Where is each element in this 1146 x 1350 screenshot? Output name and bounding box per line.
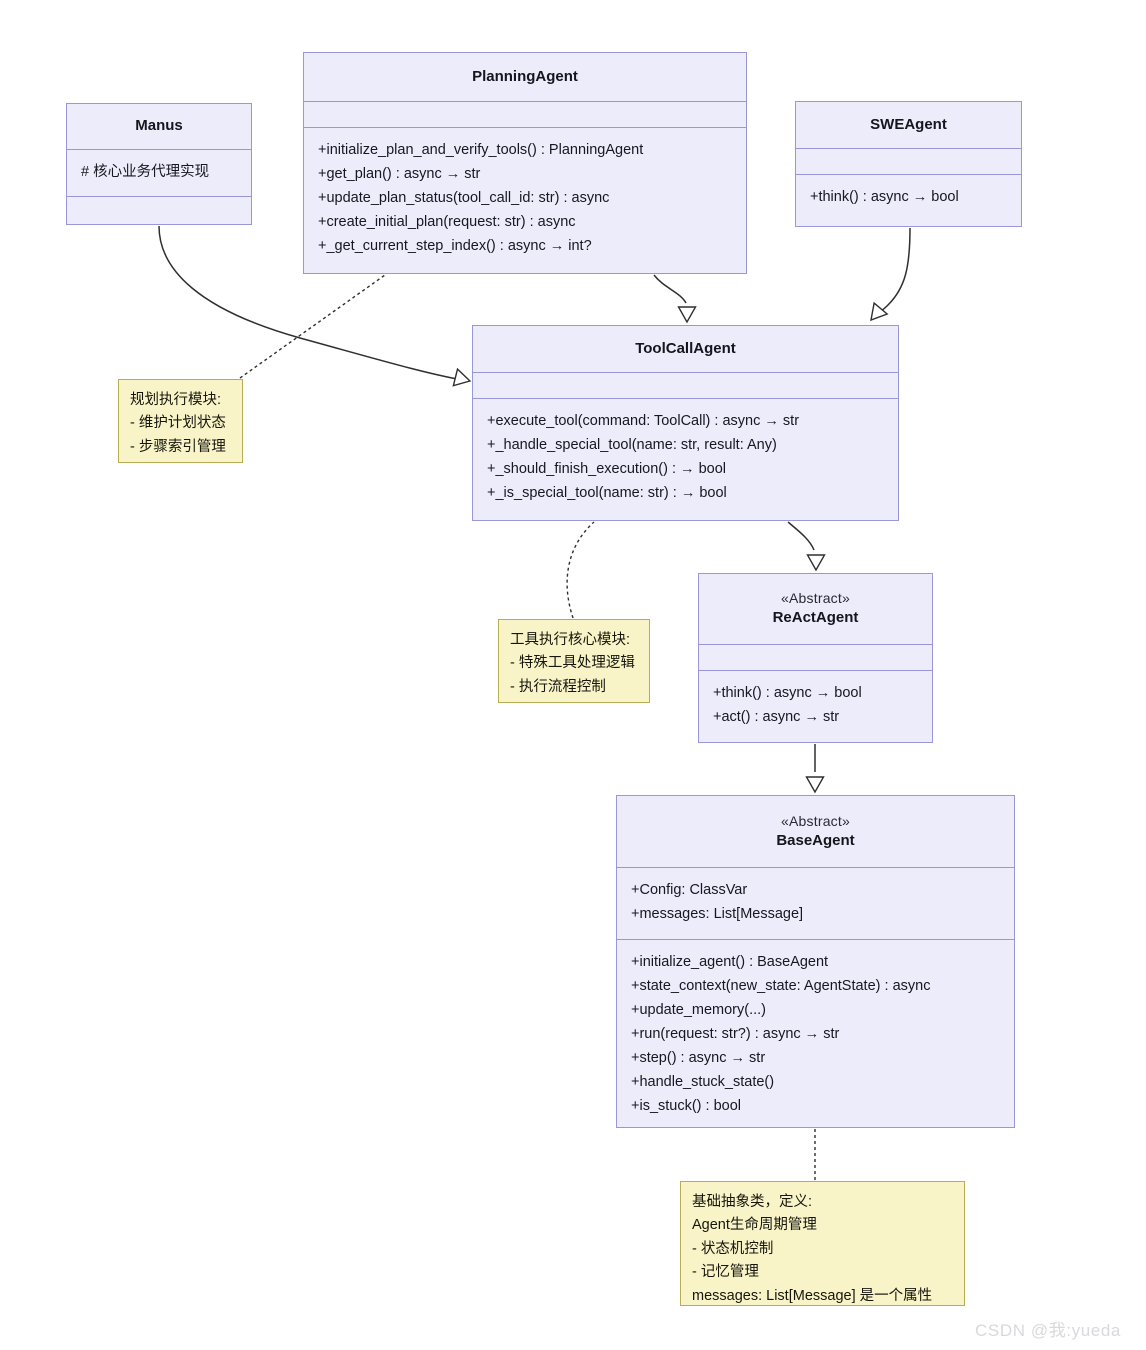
uml-class-swe-agent[interactable]: SWEAgent +think() : async → bool: [795, 101, 1022, 227]
class-stereotype-base-agent: «Abstract»: [781, 812, 850, 829]
csdn-watermark: CSDN @我:yueda: [975, 1321, 1121, 1340]
class-method-row: +think() : async → bool: [713, 685, 862, 701]
edge-planningagent-to-toolcallagent: [653, 274, 697, 324]
class-methods-base-agent: +initialize_agent() : BaseAgent +state_co…: [617, 940, 1014, 1129]
note-line: messages: List[Message] 是一个属性: [692, 1287, 933, 1304]
class-name-swe-agent: SWEAgent: [870, 115, 947, 133]
class-attribute-row: # 核心业务代理实现: [81, 164, 210, 180]
class-method-row: +initialize_agent() : BaseAgent: [631, 954, 829, 970]
note-line: Agent生命周期管理: [692, 1217, 817, 1234]
class-method-row: +state_context(new_state: AgentState) : …: [631, 977, 931, 994]
edge-line: [877, 227, 911, 315]
class-method-row: +update_memory(...): [631, 1001, 766, 1018]
uml-note-note-base[interactable]: 基础抽象类，定义: Agent生命周期管理 - 状态机控制 - 记忆管理 message…: [680, 1181, 965, 1306]
note-line: - 特殊工具处理逻辑: [510, 655, 635, 672]
uml-class-planning-agent[interactable]: PlanningAgent +initialize_plan_and_verify…: [303, 52, 747, 274]
generalization-arrowhead: [805, 776, 825, 794]
class-title-base-agent: «Abstract» BaseAgent: [617, 796, 1014, 868]
generalization-arrowhead: [870, 301, 889, 322]
class-attributes-base-agent: +Config: ClassVar +messages: List[Message…: [617, 868, 1014, 940]
generalization-arrowhead: [677, 306, 697, 324]
class-method-row: +_should_finish_execution() : → bool: [487, 460, 726, 477]
class-methods-react-agent: +think() : async → bool +act() : async → …: [699, 671, 932, 741]
class-attributes-react-agent: [699, 645, 932, 671]
class-attributes-empty: [699, 645, 932, 671]
class-name-base-agent: BaseAgent: [776, 831, 855, 849]
class-method-row: +think() : async → bool: [810, 189, 959, 205]
note-line: - 维护计划状态: [130, 415, 226, 432]
edge-toolcallagent-to-reactagent: [787, 521, 826, 572]
class-title-swe-agent: SWEAgent: [796, 102, 1021, 149]
class-method-row: +step() : async → str: [631, 1049, 766, 1066]
uml-note-note-planning[interactable]: 规划执行模块: - 维护计划状态 - 步骤索引管理: [118, 379, 243, 463]
note-line: - 执行流程控制: [510, 678, 606, 695]
class-method-row: +_is_special_tool(name: str) : → bool: [487, 484, 727, 501]
edge-note-toolcall-link: [566, 521, 595, 619]
class-method-row: +act() : async → str: [713, 708, 840, 725]
class-attributes-manus: # 核心业务代理实现: [67, 150, 251, 197]
note-line: 规划执行模块:: [130, 392, 222, 408]
class-attributes-empty: [796, 149, 1021, 175]
class-attributes-swe-agent: [796, 149, 1021, 175]
uml-class-base-agent[interactable]: «Abstract» BaseAgent +Config: ClassVar +mes…: [616, 795, 1015, 1128]
class-title-manus: Manus: [67, 104, 251, 150]
edge-line: [787, 521, 815, 551]
class-method-row: +initialize_plan_and_verify_tools() : Pl…: [318, 142, 644, 158]
edge-sweagent-to-toolcallagent: [870, 227, 911, 322]
class-attributes-empty: [304, 102, 746, 128]
note-line: 基础抽象类，定义:: [692, 1194, 813, 1210]
class-method-row: +execute_tool(command: ToolCall) : async…: [487, 413, 800, 429]
class-attributes-tool-call-agent: [473, 373, 898, 399]
uml-class-manus[interactable]: Manus # 核心业务代理实现: [66, 103, 252, 225]
class-attributes-planning-agent: [304, 102, 746, 128]
class-methods-tool-call-agent: +execute_tool(command: ToolCall) : async…: [473, 399, 898, 517]
edge-line: [566, 521, 595, 619]
class-name-planning-agent: PlanningAgent: [472, 67, 578, 85]
edge-note-planning-link: [239, 274, 386, 379]
class-method-row: +handle_stuck_state(): [631, 1073, 775, 1090]
class-method-row: +update_plan_status(tool_call_id: str) :…: [318, 189, 610, 206]
class-method-row: +run(request: str?) : async → str: [631, 1025, 840, 1042]
class-method-row: +is_stuck() : bool: [631, 1097, 742, 1114]
class-name-tool-call-agent: ToolCallAgent: [635, 339, 736, 357]
edge-line: [239, 274, 386, 379]
generalization-arrowhead: [806, 554, 826, 572]
class-title-react-agent: «Abstract» ReActAgent: [699, 574, 932, 645]
class-method-row: +_handle_special_tool(name: str, result:…: [487, 436, 777, 453]
class-name-react-agent: ReActAgent: [772, 609, 859, 627]
class-method-row: +create_initial_plan(request: str) : asy…: [318, 213, 576, 230]
uml-class-react-agent[interactable]: «Abstract» ReActAgent +think() : async → b…: [698, 573, 933, 743]
class-stereotype-react-agent: «Abstract»: [781, 590, 850, 607]
note-line: - 记忆管理: [692, 1264, 759, 1281]
class-title-tool-call-agent: ToolCallAgent: [473, 326, 898, 373]
edge-line: [653, 274, 687, 304]
note-line: 工具执行核心模块:: [510, 632, 631, 648]
uml-class-tool-call-agent[interactable]: ToolCallAgent +execute_tool(command: Tool…: [472, 325, 899, 521]
class-method-row: +_get_current_step_index() : async → int…: [318, 237, 592, 254]
edge-reactagent-to-baseagent: [805, 744, 825, 794]
class-title-planning-agent: PlanningAgent: [304, 53, 746, 102]
class-methods-planning-agent: +initialize_plan_and_verify_tools() : Pl…: [304, 128, 746, 270]
note-line: - 状态机控制: [692, 1240, 774, 1257]
class-method-row: +get_plan() : async → str: [318, 165, 481, 182]
generalization-arrowhead: [452, 367, 472, 387]
class-methods-swe-agent: +think() : async → bool: [796, 175, 1021, 221]
class-attributes-empty: [473, 373, 898, 399]
class-name-manus: Manus: [135, 117, 183, 135]
class-attribute-row: +messages: List[Message]: [631, 905, 804, 922]
note-line: - 步骤索引管理: [130, 438, 226, 455]
uml-note-note-toolcall[interactable]: 工具执行核心模块: - 特殊工具处理逻辑 - 执行流程控制: [498, 619, 650, 703]
class-attribute-row: +Config: ClassVar: [631, 882, 748, 898]
